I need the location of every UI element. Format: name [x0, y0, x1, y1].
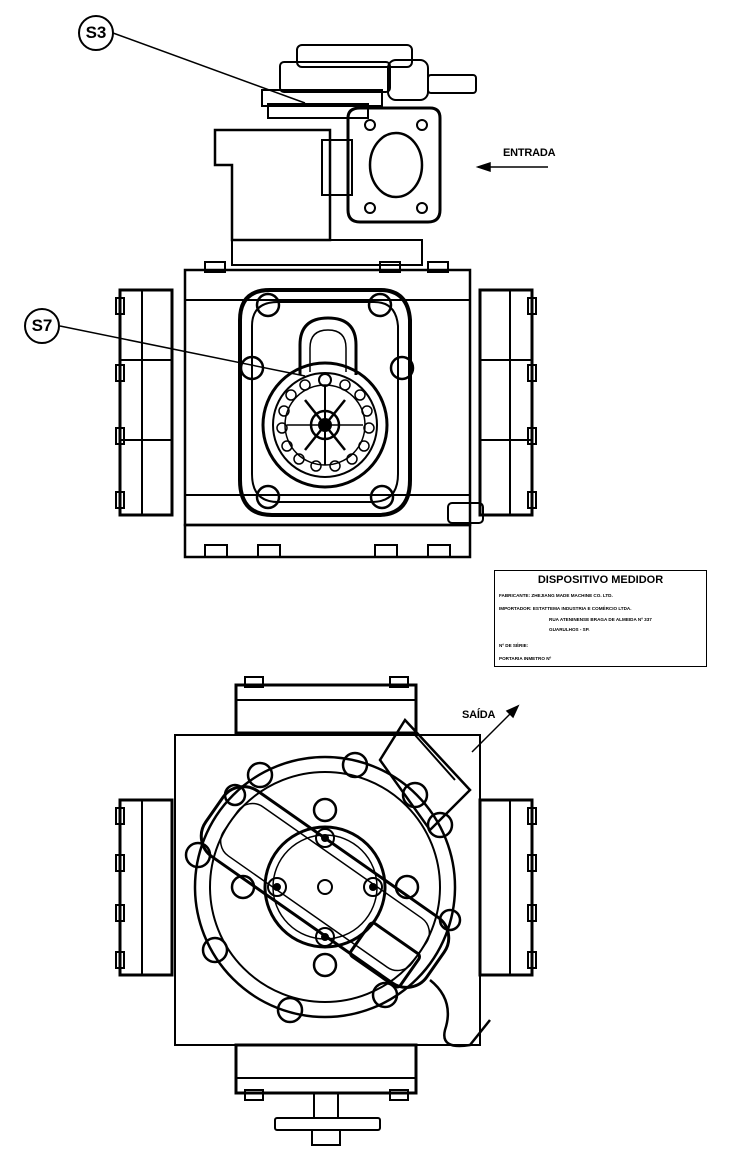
- callout-s3: S3: [78, 15, 114, 51]
- nameplate-ordinance: PORTARIA INMETRO Nº: [499, 656, 552, 661]
- nameplate-address-1: RUA ATENINENSE BRAGA DE ALMEIDA Nº 337: [549, 617, 652, 622]
- outlet-label: SAÍDA: [462, 709, 496, 721]
- nameplate-importer: IMPORTADOR: ESTATTEMA INDUSTRIA E COMÉRC…: [499, 606, 632, 611]
- callout-s7: S7: [24, 308, 60, 344]
- inlet-label: ENTRADA: [503, 147, 556, 159]
- outlet-arrow: [471, 704, 520, 753]
- meter-nameplate: DISPOSITIVO MEDIDOR FABRICANTE: ZHEJIANG…: [494, 570, 707, 667]
- nameplate-title: DISPOSITIVO MEDIDOR: [537, 574, 664, 586]
- nameplate-address-2: GUARULHOS - SP.: [549, 627, 590, 632]
- meter-front-view: [115, 44, 537, 559]
- nameplate-serial: Nº DE SÉRIE:: [499, 643, 529, 648]
- nameplate-manufacturer: FABRICANTE: ZHEJIANG MADE MACHINE CO. LT…: [499, 593, 613, 598]
- meter-plan-view: [115, 676, 537, 1146]
- inlet-arrow: [475, 161, 548, 173]
- s7-leader: [59, 325, 306, 377]
- s3-leader: [112, 32, 306, 104]
